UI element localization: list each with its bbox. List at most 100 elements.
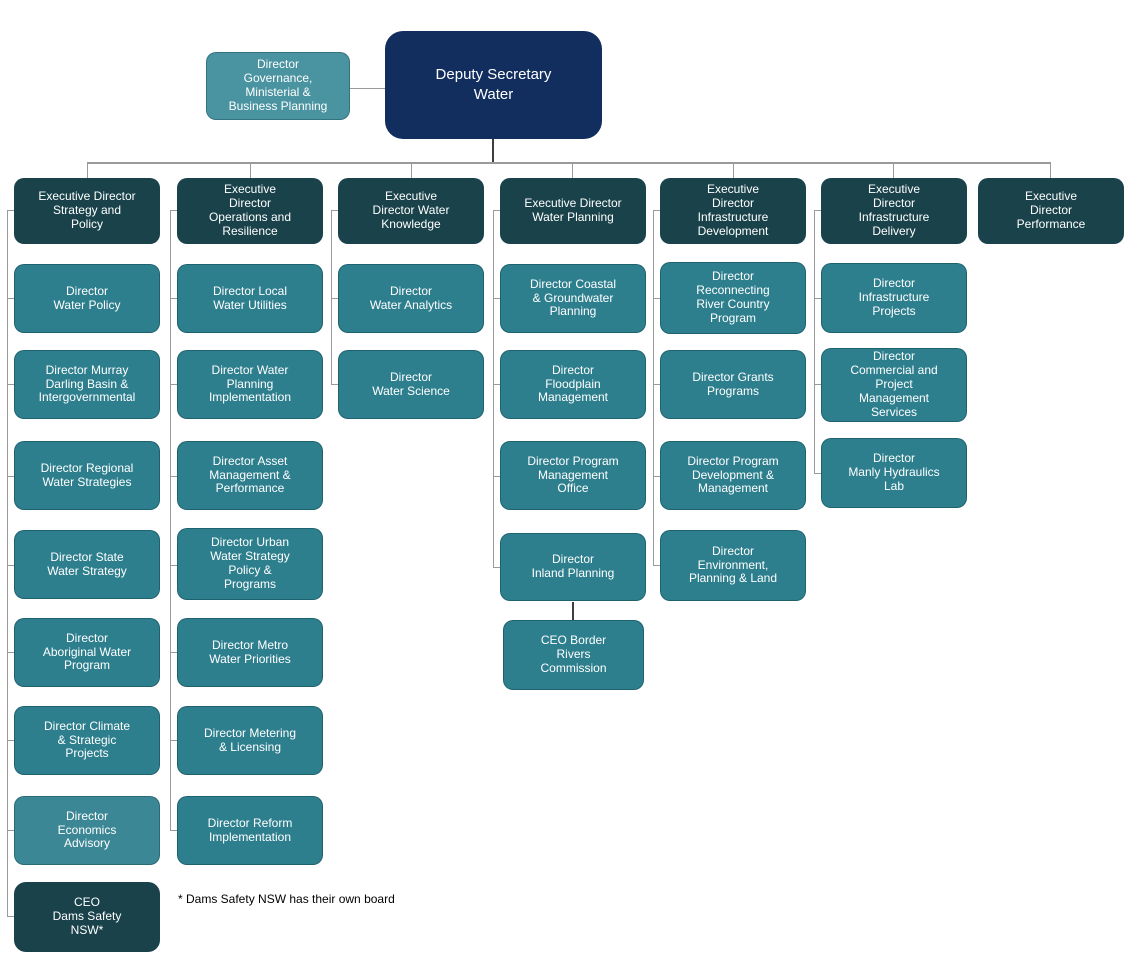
connector-line (572, 164, 573, 178)
node-label: Director Metering & Licensing (203, 725, 297, 754)
node-label: Director Climate & Strategic Projects (43, 718, 130, 761)
connector-line (170, 830, 177, 831)
connector-line (170, 298, 177, 299)
org-node-director-economics-advisory: Director Economics Advisory (14, 796, 160, 865)
node-label: Director Water Analytics (369, 283, 453, 312)
node-label: Director Floodplain Management (537, 362, 609, 405)
connector-line (493, 567, 500, 568)
org-node-director-asset-management-performance: Director Asset Management & Performance (177, 441, 323, 510)
connector-line (814, 210, 821, 211)
connector-line (493, 476, 500, 477)
org-node-director-climate-strategic-projects: Director Climate & Strategic Projects (14, 706, 160, 775)
connector-line (893, 164, 894, 178)
node-label: Director State Water Strategy (47, 549, 127, 578)
org-node-director-manly-hydraulics-lab: Director Manly Hydraulics Lab (821, 438, 967, 508)
org-node-director-water-planning-implementation: Director Water Planning Implementation (177, 350, 323, 419)
node-label: Director Water Planning Implementation (208, 362, 292, 405)
org-node-director-aboriginal-water-program: Director Aboriginal Water Program (14, 618, 160, 687)
org-node-director-inland-planning: Director Inland Planning (500, 533, 646, 601)
connector-line (331, 210, 338, 211)
org-node-director-infrastructure-projects: Director Infrastructure Projects (821, 263, 967, 333)
org-node-director-program-management-office: Director Program Management Office (500, 441, 646, 510)
connector-line (331, 298, 338, 299)
connector-line (814, 473, 821, 474)
connector-line (572, 602, 574, 620)
node-label: Director Infrastructure Projects (858, 276, 930, 318)
connector-line (7, 210, 8, 917)
connector-line (350, 88, 385, 89)
connector-line (87, 164, 88, 178)
org-node-director-reconnecting-river-country-program: Director Reconnecting River Country Prog… (660, 262, 806, 334)
org-node-director-floodplain-management: Director Floodplain Management (500, 350, 646, 419)
node-label: Director Urban Water Strategy Policy & P… (210, 535, 290, 591)
connector-line (814, 210, 815, 473)
connector-line (653, 565, 660, 566)
connector-line (170, 210, 177, 211)
org-node-director-environment-planning-land: Director Environment, Planning & Land (660, 530, 806, 601)
node-label: Director Local Water Utilities (212, 283, 288, 312)
connector-line (170, 740, 177, 741)
org-node-director-governance-ministerial-business-planning: Director Governance, Ministerial & Busin… (206, 52, 350, 120)
connector-line (653, 210, 654, 565)
connector-line (7, 740, 14, 741)
node-label: Executive Director Infrastructure Develo… (697, 182, 769, 238)
connector-line (7, 384, 14, 385)
connector-line (492, 139, 494, 163)
connector-line (653, 476, 660, 477)
org-node-ceo-border-rivers-commission: CEO Border Rivers Commission (503, 620, 644, 690)
connector-line (7, 652, 14, 653)
node-label: Director Water Science (372, 369, 450, 398)
org-node-director-urban-water-strategy-policy-programs: Director Urban Water Strategy Policy & P… (177, 528, 323, 600)
connector-line (250, 164, 251, 178)
org-node-director-reform-implementation: Director Reform Implementation (177, 796, 323, 865)
org-node-deputy-secretary-water: Deputy Secretary Water (385, 31, 602, 139)
node-label: Director Aboriginal Water Program (42, 630, 132, 673)
node-label: Director Regional Water Strategies (40, 460, 134, 489)
connector-line (1050, 164, 1051, 178)
node-label: CEO Border Rivers Commission (540, 633, 607, 675)
org-node-director-state-water-strategy: Director State Water Strategy (14, 530, 160, 599)
connector-line (411, 164, 412, 178)
org-node-ed-performance: Executive Director Performance (978, 178, 1124, 244)
org-node-director-water-science: Director Water Science (338, 350, 484, 419)
connector-line (493, 298, 500, 299)
connector-line (170, 565, 177, 566)
connector-line (653, 210, 660, 211)
org-node-director-metering-licensing: Director Metering & Licensing (177, 706, 323, 775)
node-label: Director Commercial and Project Manageme… (850, 349, 938, 419)
node-label: Director Murray Darling Basin & Intergov… (38, 362, 136, 405)
node-label: Director Manly Hydraulics Lab (848, 451, 940, 493)
org-node-director-murray-darling-basin-intergovernmental: Director Murray Darling Basin & Intergov… (14, 350, 160, 419)
org-node-ed-infrastructure-development: Executive Director Infrastructure Develo… (660, 178, 806, 244)
org-node-director-commercial-and-project-management-services: Director Commercial and Project Manageme… (821, 348, 967, 422)
node-label: Director Program Management Office (527, 453, 619, 496)
connector-line (170, 384, 177, 385)
connector-line (493, 384, 500, 385)
org-node-ed-strategy-and-policy: Executive Director Strategy and Policy (14, 178, 160, 244)
connector-line (170, 210, 171, 830)
org-node-ed-water-knowledge: Executive Director Water Knowledge (338, 178, 484, 244)
node-label: Director Reconnecting River Country Prog… (696, 269, 770, 325)
node-label: Director Environment, Planning & Land (688, 543, 778, 586)
node-label: Director Coastal & Groundwater Planning (529, 276, 617, 319)
connector-line (87, 162, 1051, 164)
node-label: Executive Director Performance (1016, 189, 1086, 231)
node-label: Executive Director Infrastructure Delive… (858, 182, 930, 238)
connector-line (653, 298, 660, 299)
org-node-director-water-policy: Director Water Policy (14, 264, 160, 333)
connector-line (493, 210, 500, 211)
connector-line (331, 210, 332, 384)
org-node-ed-operations-and-resilience: Executive Director Operations and Resili… (177, 178, 323, 244)
node-label: Director Reform Implementation (207, 815, 293, 844)
node-label: Executive Director Operations and Resili… (208, 182, 292, 238)
footnote: * Dams Safety NSW has their own board (178, 892, 395, 906)
connector-line (7, 916, 14, 917)
connector-line (331, 384, 338, 385)
node-label: Director Metro Water Priorities (209, 637, 291, 666)
connector-line (7, 298, 14, 299)
connector-line (7, 565, 14, 566)
connector-line (7, 476, 14, 477)
org-node-director-local-water-utilities: Director Local Water Utilities (177, 264, 323, 333)
connector-line (170, 476, 177, 477)
